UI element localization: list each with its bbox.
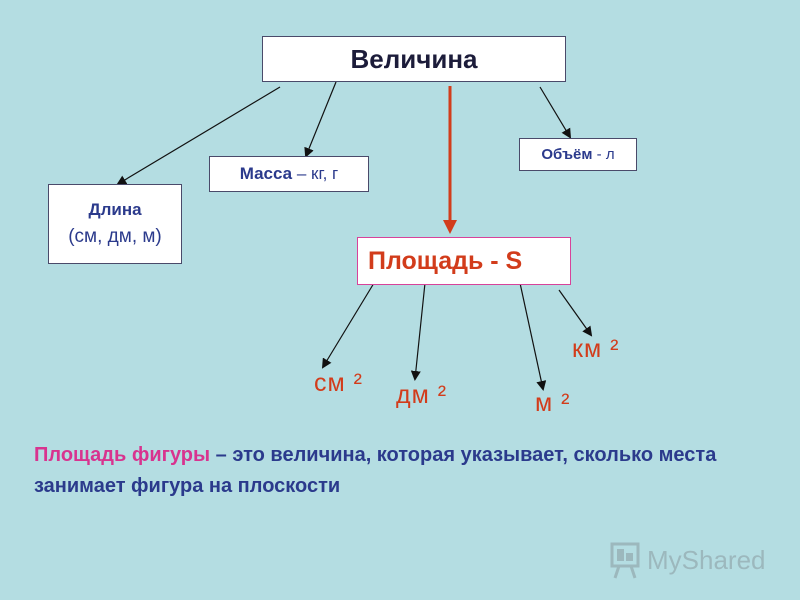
arrow-to-m (519, 282, 547, 391)
volume-units: - л (592, 146, 615, 163)
watermark: MyShared (607, 540, 766, 580)
arrow-to-km (558, 289, 593, 337)
quantity-box: Величина (262, 36, 566, 82)
unit-m2: м ² (535, 389, 571, 417)
unit-dm2: дм ² (396, 381, 448, 409)
presentation-screen-icon (610, 542, 640, 579)
volume-box: Объём - л (519, 138, 637, 171)
definition-text: – это величина, которая указывает, сколь… (34, 444, 717, 497)
quantity-title: Величина (350, 43, 478, 74)
volume-label: Объём (541, 146, 593, 163)
arrow-to-dm (410, 282, 426, 381)
length-units: (см, дм, м) (68, 226, 162, 247)
length-box: Длина (см, дм, м) (48, 184, 182, 264)
unit-cm2: см ² (314, 369, 363, 397)
mass-label: Масса (239, 164, 293, 183)
watermark-text: MyShared (647, 544, 766, 575)
arrow-to-volume (539, 86, 572, 139)
area-definition: Площадь фигуры – это величина, которая у… (34, 440, 774, 502)
length-label: Длина (88, 200, 142, 219)
area-label: Площадь - S (368, 246, 523, 275)
mass-units: – кг, г (292, 164, 339, 183)
arrow-to-mass (304, 81, 337, 158)
arrow-to-length (116, 86, 281, 186)
area-box: Площадь - S (357, 237, 571, 285)
mass-box: Масса – кг, г (209, 156, 369, 192)
definition-highlight: Площадь фигуры (34, 444, 211, 466)
arrow-to-cm (321, 282, 375, 369)
unit-km2: км ² (572, 335, 620, 363)
